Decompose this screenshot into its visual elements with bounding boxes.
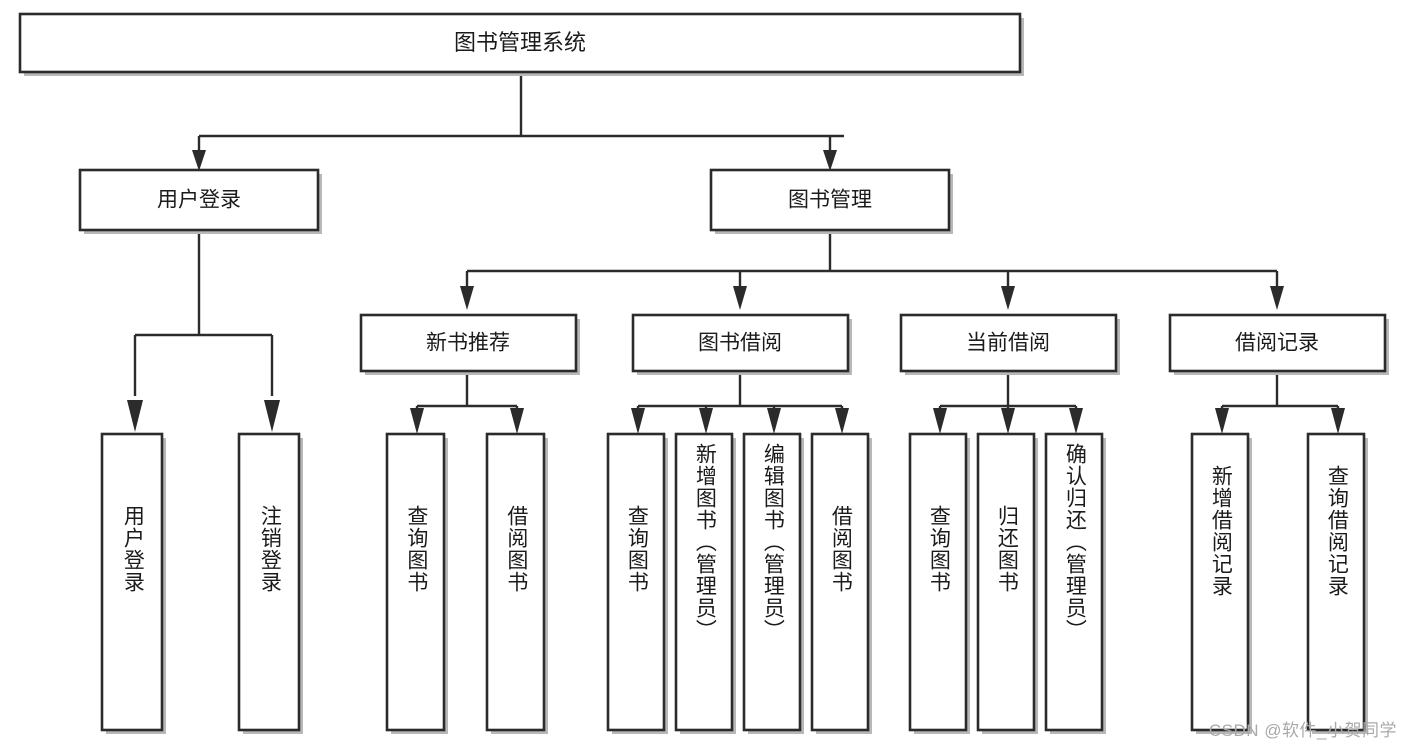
node-root[interactable]: 图书管理系统 xyxy=(18,12,1024,76)
node-root-label: 图书管理系统 xyxy=(454,30,586,55)
leaf-box-new-book-1[interactable] xyxy=(485,432,548,734)
node-user-login[interactable]: 用户登录 xyxy=(78,168,322,234)
node-user-login-label: 用户登录 xyxy=(157,189,241,212)
leaf-box-borrow-record-0[interactable] xyxy=(1190,432,1252,734)
csdn-watermark: CSDN @软件_小贺同学 xyxy=(1208,721,1397,740)
leaf-box-user-login-0[interactable] xyxy=(100,432,166,734)
leaf-box-book-borrow-2[interactable] xyxy=(742,432,804,734)
connector-current-borrow-to-leaves xyxy=(933,375,1083,434)
connector-root-to-level2 xyxy=(192,76,844,171)
node-book-borrow[interactable]: 图书借阅 xyxy=(631,313,852,375)
node-book-management[interactable]: 图书管理 xyxy=(709,168,953,234)
leaf-box-book-borrow-3[interactable] xyxy=(810,432,872,734)
node-current-borrow[interactable]: 当前借阅 xyxy=(899,313,1120,375)
leaf-box-current-borrow-2[interactable] xyxy=(1044,432,1106,734)
leaf-box-user-login-1[interactable] xyxy=(237,432,303,734)
leaf-box-new-book-0[interactable] xyxy=(385,432,448,734)
connector-book-mgmt-to-level3 xyxy=(460,233,1284,310)
leaf-box-current-borrow-0[interactable] xyxy=(908,432,970,734)
node-new-book-recommend-label: 新书推荐 xyxy=(426,332,510,355)
node-current-borrow-label: 当前借阅 xyxy=(966,332,1050,355)
leaf-box-current-borrow-1[interactable] xyxy=(976,432,1038,734)
leaf-box-borrow-record-1[interactable] xyxy=(1306,432,1368,734)
node-book-management-label: 图书管理 xyxy=(788,189,872,212)
leaf-box-book-borrow-0[interactable] xyxy=(606,432,668,734)
node-borrow-record-label: 借阅记录 xyxy=(1235,332,1319,355)
connector-borrow-record-to-leaves xyxy=(1215,375,1345,434)
node-book-borrow-label: 图书借阅 xyxy=(698,332,782,355)
leaf-box-book-borrow-1[interactable] xyxy=(674,432,736,734)
connector-new-book-to-leaves xyxy=(410,375,524,434)
connector-book-borrow-to-leaves xyxy=(631,375,849,434)
connector-user-login-to-leaves xyxy=(127,233,280,432)
node-new-book-recommend[interactable]: 新书推荐 xyxy=(359,313,580,375)
node-borrow-record[interactable]: 借阅记录 xyxy=(1168,313,1389,375)
